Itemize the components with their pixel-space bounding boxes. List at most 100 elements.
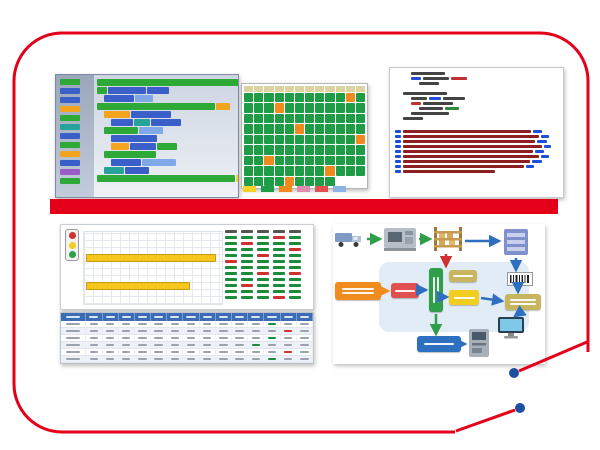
status-cell: [264, 176, 274, 186]
pattern-segment: [451, 77, 467, 80]
status-cell: [244, 103, 254, 113]
table-cell: [297, 342, 313, 348]
pattern-segment: [147, 87, 169, 94]
pattern-segment: [125, 167, 149, 174]
code-line: [393, 102, 560, 105]
schedule-grid: [83, 231, 223, 305]
table-cell: [119, 349, 135, 355]
table-cell: [281, 335, 297, 341]
metric-value: [257, 236, 269, 239]
status-header-cell: [305, 86, 315, 92]
metric-value: [241, 266, 253, 269]
block-row: [97, 175, 238, 182]
status-cell: [345, 155, 355, 166]
status-cell: [335, 113, 345, 124]
status-cell: [254, 145, 264, 155]
status-cell: [254, 166, 264, 176]
pattern-segment: [395, 130, 401, 133]
pattern-segment: [403, 145, 542, 148]
status-cell: [294, 166, 305, 176]
pattern-segment: [411, 97, 427, 100]
pattern-segment: [403, 160, 530, 163]
table-cell: [200, 342, 216, 348]
status-cell: [294, 124, 305, 134]
pattern-segment: [395, 160, 401, 163]
pattern-segment: [411, 102, 421, 105]
block-row: [97, 95, 235, 102]
truck-icon: [335, 233, 361, 247]
status-cell: [244, 124, 254, 134]
metric-value: [257, 290, 269, 293]
status-cell: [274, 93, 284, 103]
table-cell: [264, 335, 281, 341]
table-cell: [248, 342, 265, 348]
pattern-segment: [419, 107, 443, 110]
block-editor-screenshot: [55, 74, 239, 198]
metric-value: [225, 260, 237, 263]
pattern-segment: [443, 97, 465, 100]
metric-row: [225, 266, 309, 269]
metric-value: [225, 266, 237, 269]
metric-value: [273, 260, 285, 263]
table-header-cell: [297, 313, 313, 321]
table-cell: [151, 342, 168, 348]
pattern-segment: [403, 92, 447, 95]
flow-box-receiving: [391, 283, 419, 298]
block-row: [97, 127, 235, 134]
flow-box-staging: [449, 270, 477, 282]
status-cell: [274, 124, 284, 134]
metric-row: [225, 248, 309, 251]
status-cell: [284, 124, 294, 134]
table-cell: [167, 342, 184, 348]
status-header-cell: [345, 86, 355, 92]
status-cell: [355, 124, 366, 134]
metric-value: [225, 248, 237, 251]
sg-body: [244, 93, 366, 186]
status-cell: [305, 93, 315, 103]
metric-value: [225, 236, 237, 239]
code-line: [393, 170, 560, 173]
table-cell: [103, 335, 119, 341]
pattern-segment: [60, 106, 80, 112]
pattern-segment: [135, 95, 153, 102]
metric-value: [225, 284, 237, 287]
table-cell: [151, 356, 168, 362]
status-cell: [264, 103, 274, 113]
metric-row: [225, 290, 309, 293]
code-line: [393, 165, 560, 168]
code-line: [393, 77, 560, 80]
traffic-light-icon: [65, 229, 79, 261]
table-cell: [103, 356, 119, 362]
pattern-segment: [403, 170, 495, 173]
pattern-segment: [142, 159, 176, 166]
status-grid-row: [244, 155, 366, 166]
flow-box-weighing: [449, 290, 479, 305]
code-line: [393, 130, 560, 133]
status-cell: [244, 145, 254, 155]
status-cell: [315, 113, 325, 124]
status-cell: [345, 113, 355, 124]
metric-value: [241, 284, 253, 287]
status-cell: [335, 176, 345, 186]
table-row: [61, 328, 313, 335]
code-line: [393, 82, 560, 85]
status-cell: [284, 166, 294, 176]
status-cell: [254, 93, 264, 103]
status-cell: [305, 134, 315, 145]
status-grid-row: [244, 113, 366, 124]
table-header-cell: [248, 313, 265, 321]
code-line: [393, 112, 560, 115]
table-cell: [232, 321, 249, 327]
table-header-cell: [119, 313, 135, 321]
table-cell: [200, 356, 216, 362]
table-cell: [61, 356, 87, 362]
status-cell: [274, 134, 284, 145]
status-cell: [335, 155, 345, 166]
pattern-segment: [104, 167, 124, 174]
status-cell: [264, 113, 274, 124]
pattern-segment: [403, 135, 539, 138]
table-cell: [135, 335, 152, 341]
table-cell: [167, 321, 184, 327]
metric-value: [225, 254, 237, 257]
pattern-segment: [216, 103, 230, 110]
